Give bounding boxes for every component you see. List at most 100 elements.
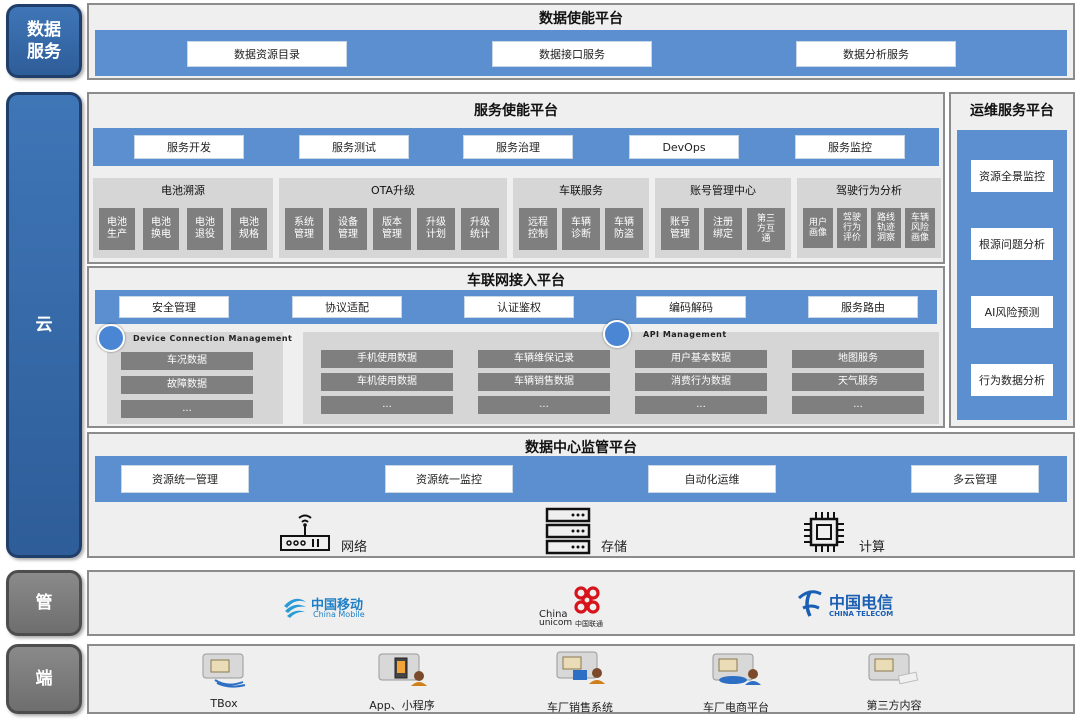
group-item[interactable]: 车辆 诊断 xyxy=(562,208,600,250)
group-item[interactable]: 远程 控制 xyxy=(519,208,557,250)
group-item[interactable]: 升级 计划 xyxy=(417,208,455,250)
device-connection-box: 车况数据 故障数据 ... xyxy=(107,332,283,424)
iov-button-security[interactable]: 安全管理 xyxy=(119,296,229,318)
group-driving-analysis: 驾驶行为分析 用户 画像 驾驶 行为 评价 路线 轨迹 洞察 车辆 风险 画像 xyxy=(797,178,941,258)
group-item[interactable]: 账号 管理 xyxy=(661,208,699,250)
group-iov-service: 车联服务 远程 控制 车辆 诊断 车辆 防盗 xyxy=(513,178,649,258)
group-title: OTA升级 xyxy=(370,184,416,197)
api-management-caption: API Management xyxy=(643,330,727,339)
data-enable-button-2[interactable]: 数据接口服务 xyxy=(492,41,652,67)
china-unicom-logo-icon xyxy=(574,586,600,614)
service-button-devops[interactable]: DevOps xyxy=(629,135,739,159)
api-item[interactable]: 车辆维保记录 xyxy=(478,350,610,368)
api-item[interactable]: 车辆销售数据 xyxy=(478,373,610,391)
side-label-end: 端 xyxy=(6,644,82,714)
china-mobile-name: 中国移动 xyxy=(311,598,364,613)
group-item[interactable]: 车辆 风险 画像 xyxy=(905,208,935,248)
ops-title: 运维服务平台 xyxy=(970,103,1054,119)
china-telecom-name: 中国电信 xyxy=(829,593,894,612)
service-enable-platform: 服务使能平台 服务开发 服务测试 服务治理 DevOps 服务监控 电池溯源 电… xyxy=(87,92,945,264)
api-item[interactable]: 用户基本数据 xyxy=(635,350,767,368)
api-item[interactable]: ... xyxy=(321,396,453,414)
dc-button-2[interactable]: 资源统一监控 xyxy=(385,465,513,493)
dc-button-3[interactable]: 自动化运维 xyxy=(648,465,776,493)
china-unicom-name-en1: China xyxy=(539,609,568,620)
group-title: 电池溯源 xyxy=(161,184,205,197)
group-item[interactable]: 车辆 防盗 xyxy=(605,208,643,250)
group-title: 车联服务 xyxy=(559,184,603,197)
data-enable-button-1[interactable]: 数据资源目录 xyxy=(187,41,347,67)
data-enable-title: 数据使能平台 xyxy=(539,11,623,27)
group-title: 账号管理中心 xyxy=(690,184,756,197)
iov-title: 车联网接入平台 xyxy=(467,273,565,289)
side-label-cloud: 云 xyxy=(6,92,82,558)
group-item[interactable]: 设备 管理 xyxy=(329,208,367,250)
endpoint-label: App、小程序 xyxy=(369,699,435,712)
carrier-panel: 中国移动 China Mobile China unicom 中国联通 中国电信… xyxy=(87,570,1075,636)
group-item[interactable]: 用户 画像 xyxy=(803,208,833,248)
endpoint-label: 第三方内容 xyxy=(866,699,922,712)
api-item[interactable]: ... xyxy=(792,396,924,414)
iov-button-codec[interactable]: 编码解码 xyxy=(636,296,746,318)
group-item[interactable]: 升级 统计 xyxy=(461,208,499,250)
infra-label-compute: 计算 xyxy=(859,540,886,555)
china-unicom-name: 中国联通 xyxy=(575,620,603,628)
dc-button-1[interactable]: 资源统一管理 xyxy=(121,465,249,493)
device-item[interactable]: ... xyxy=(121,400,253,418)
cpu-icon xyxy=(804,512,844,552)
sales-system-icon xyxy=(556,651,605,684)
group-item[interactable]: 电池 退役 xyxy=(187,208,223,250)
service-button-dev[interactable]: 服务开发 xyxy=(134,135,244,159)
ecommerce-platform-icon xyxy=(712,653,761,685)
service-button-monitor[interactable]: 服务监控 xyxy=(795,135,905,159)
device-item[interactable]: 车况数据 xyxy=(121,352,253,370)
ops-button-4[interactable]: 行为数据分析 xyxy=(971,364,1053,396)
group-item[interactable]: 注册 绑定 xyxy=(704,208,742,250)
group-item[interactable]: 电池 生产 xyxy=(99,208,135,250)
group-account-center: 账号管理中心 账号 管理 注册 绑定 第三 方互 通 xyxy=(655,178,791,258)
api-item[interactable]: 地图服务 xyxy=(792,350,924,368)
group-item[interactable]: 路线 轨迹 洞察 xyxy=(871,208,901,248)
group-item[interactable]: 驾驶 行为 评价 xyxy=(837,208,867,248)
device-item[interactable]: 故障数据 xyxy=(121,376,253,394)
dc-button-4[interactable]: 多云管理 xyxy=(911,465,1039,493)
service-button-governance[interactable]: 服务治理 xyxy=(463,135,573,159)
iov-button-auth[interactable]: 认证鉴权 xyxy=(464,296,574,318)
group-item[interactable]: 第三 方互 通 xyxy=(747,208,785,250)
iov-button-routing[interactable]: 服务路由 xyxy=(808,296,918,318)
group-item[interactable]: 版本 管理 xyxy=(373,208,411,250)
ops-service-platform: 运维服务平台 资源全景监控 根源问题分析 AI风险预测 行为数据分析 xyxy=(949,92,1075,428)
infra-label-network: 网络 xyxy=(341,540,368,555)
infra-label-storage: 存储 xyxy=(601,540,628,555)
iov-access-platform: 车联网接入平台 安全管理 协议适配 认证鉴权 编码解码 服务路由 车况数据 故障… xyxy=(87,266,945,428)
data-center-platform: 数据中心监管平台 资源统一管理 资源统一监控 自动化运维 多云管理 网络 存储 xyxy=(87,432,1075,558)
dc-title: 数据中心监管平台 xyxy=(525,440,637,456)
service-enable-title: 服务使能平台 xyxy=(474,103,558,119)
ops-bar: 资源全景监控 根源问题分析 AI风险预测 行为数据分析 xyxy=(957,130,1067,420)
mobile-app-icon xyxy=(378,653,427,686)
group-item[interactable]: 电池 规格 xyxy=(231,208,267,250)
api-management-icon xyxy=(603,320,631,348)
side-label-data-service: 数据 服务 xyxy=(6,4,82,78)
api-item[interactable]: 车机使用数据 xyxy=(321,373,453,391)
api-item[interactable]: ... xyxy=(635,396,767,414)
ops-button-2[interactable]: 根源问题分析 xyxy=(971,228,1053,260)
api-item[interactable]: ... xyxy=(478,396,610,414)
api-item[interactable]: 消费行为数据 xyxy=(635,373,767,391)
third-party-content-icon xyxy=(868,653,919,685)
group-item[interactable]: 电池 换电 xyxy=(143,208,179,250)
china-telecom-logo-icon xyxy=(797,590,822,617)
china-mobile-name-en: China Mobile xyxy=(313,610,365,619)
group-item[interactable]: 系统 管理 xyxy=(285,208,323,250)
endpoint-label: 车厂电商平台 xyxy=(703,701,769,714)
data-enable-button-3[interactable]: 数据分析服务 xyxy=(796,41,956,67)
api-item[interactable]: 天气服务 xyxy=(792,373,924,391)
iov-button-protocol[interactable]: 协议适配 xyxy=(292,296,402,318)
service-button-test[interactable]: 服务测试 xyxy=(299,135,409,159)
tbox-device-icon xyxy=(202,653,246,688)
endpoint-label: 车厂销售系统 xyxy=(547,701,613,714)
ops-button-1[interactable]: 资源全景监控 xyxy=(971,160,1053,192)
router-icon xyxy=(280,514,330,551)
ops-button-3[interactable]: AI风险预测 xyxy=(971,296,1053,328)
api-item[interactable]: 手机使用数据 xyxy=(321,350,453,368)
